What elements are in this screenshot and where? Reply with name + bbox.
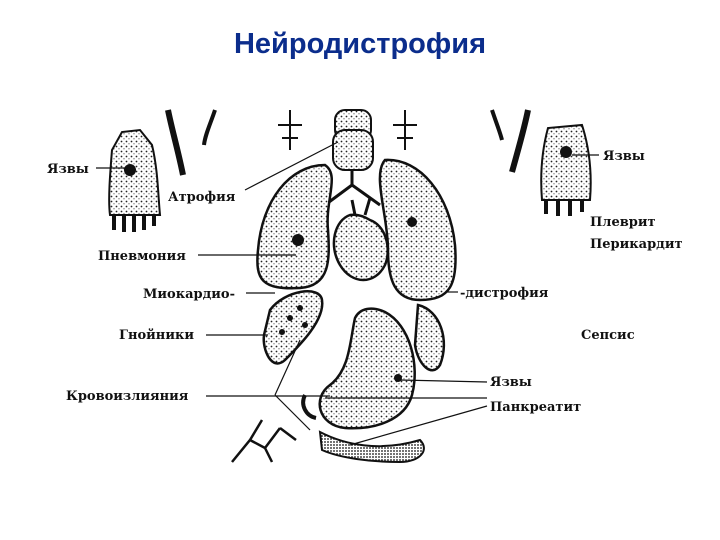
page-title: Нейродистрофия bbox=[233, 28, 487, 60]
right-foot-illustration bbox=[540, 123, 592, 216]
stomach bbox=[318, 307, 416, 430]
nerve-cords bbox=[165, 109, 531, 176]
label-abscesses: Гнойники bbox=[119, 328, 194, 343]
pancreas bbox=[301, 394, 425, 464]
label-pericarditis: Перикардит bbox=[590, 237, 683, 252]
label-ulcers-stomach: Язвы bbox=[490, 375, 532, 390]
label-sepsis: Сепсис bbox=[581, 328, 635, 343]
left-hand-illustration bbox=[108, 128, 162, 232]
right-lung bbox=[378, 158, 457, 302]
label-atrophy: Атрофия bbox=[168, 190, 236, 205]
label-myocardio: Миокардио- bbox=[143, 287, 235, 302]
label-ulcers-left: Язвы bbox=[47, 162, 89, 177]
label-dystrophy: -дистрофия bbox=[460, 286, 549, 301]
label-pneumonia: Пневмония bbox=[98, 249, 186, 264]
trachea bbox=[324, 109, 381, 207]
label-hemorrhages: Кровоизлияния bbox=[66, 389, 189, 404]
liver-lobes bbox=[262, 290, 446, 372]
label-pleurisy: Плеврит bbox=[590, 215, 656, 230]
leader-lines bbox=[96, 141, 599, 446]
left-lung bbox=[256, 163, 334, 290]
label-pancreatitis: Панкреатит bbox=[490, 400, 581, 415]
vessels bbox=[231, 419, 297, 463]
heart bbox=[332, 197, 389, 282]
label-ulcers-right: Язвы bbox=[603, 149, 645, 164]
